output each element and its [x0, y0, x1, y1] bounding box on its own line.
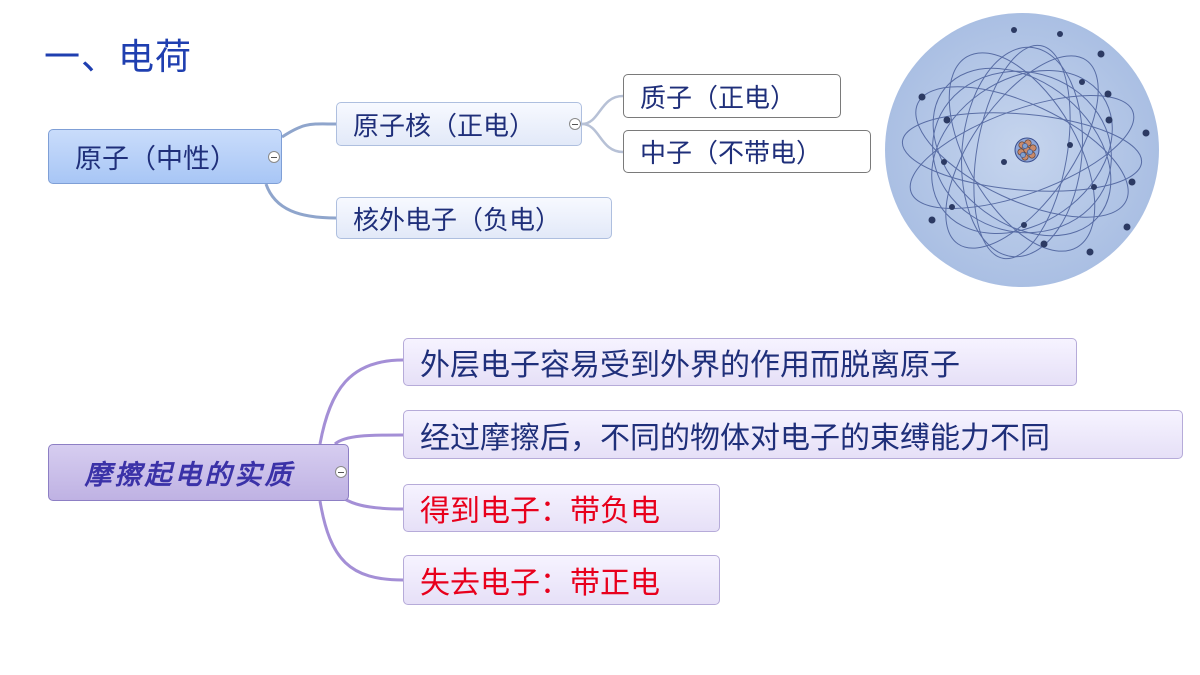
friction-item-label: 经过摩擦后，不同的物体对电子的束缚能力不同	[420, 420, 1050, 456]
friction-root-collapse-icon[interactable]	[335, 466, 347, 478]
atom-root-label: 原子（中性）	[75, 144, 237, 175]
friction-root-label: 摩擦起电的实质	[84, 460, 295, 491]
neutron-label: 中子（不带电）	[640, 139, 823, 169]
connector-nucleus-neutron	[581, 122, 624, 154]
proton-node[interactable]: 质子（正电）	[623, 74, 841, 118]
friction-item-label: 失去电子：带正电	[420, 566, 660, 601]
connector-friction-2	[333, 433, 404, 446]
nucleus-node[interactable]: 原子核（正电）	[336, 102, 582, 146]
friction-item-1[interactable]: 外层电子容易受到外界的作用而脱离原子	[403, 338, 1077, 386]
nucleus-label: 原子核（正电）	[353, 111, 536, 142]
connector-root-electrons	[264, 183, 337, 220]
nucleus-collapse-icon[interactable]	[569, 118, 581, 130]
electrons-label: 核外电子（负电）	[353, 205, 562, 236]
proton-label: 质子（正电）	[640, 83, 797, 114]
connector-friction-4	[318, 500, 404, 582]
electrons-node[interactable]: 核外电子（负电）	[336, 197, 612, 239]
atom-root-collapse-icon[interactable]	[268, 151, 280, 163]
friction-item-label: 得到电子：带负电	[420, 494, 660, 529]
neutron-node[interactable]: 中子（不带电）	[623, 130, 871, 173]
friction-item-4[interactable]: 失去电子：带正电	[403, 555, 720, 605]
atom-root-node[interactable]: 原子（中性）	[48, 129, 282, 184]
friction-item-2[interactable]: 经过摩擦后，不同的物体对电子的束缚能力不同	[403, 410, 1183, 459]
connector-nucleus-proton	[581, 94, 624, 126]
connector-root-nucleus	[281, 122, 337, 139]
nucleus-icon	[1014, 137, 1040, 163]
atom-model-image	[885, 13, 1159, 287]
section-title: 一、电荷	[44, 37, 193, 78]
friction-item-label: 外层电子容易受到外界的作用而脱离原子	[420, 348, 960, 383]
friction-item-3[interactable]: 得到电子：带负电	[403, 484, 720, 532]
connector-friction-1	[318, 358, 404, 445]
friction-root-node[interactable]: 摩擦起电的实质	[48, 444, 349, 501]
